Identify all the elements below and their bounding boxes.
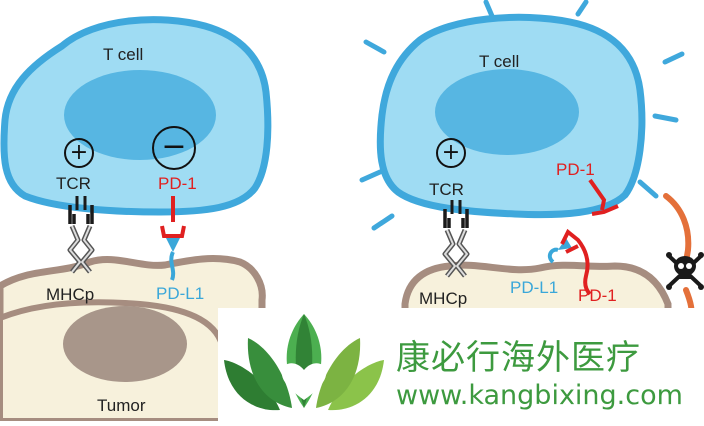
- brand-name: 康必行海外医疗: [396, 338, 641, 378]
- pd1-bottom-label-right: PD-1: [578, 286, 617, 305]
- tcr-label-left: TCR: [56, 174, 91, 193]
- pd1-free-right: [560, 228, 592, 296]
- tcell-label-left: T cell: [103, 45, 144, 64]
- pd1-receptor-left: [160, 196, 186, 238]
- pdl1-ligand-left: [166, 238, 180, 281]
- activation-rays: [359, 0, 685, 231]
- mhcp-label-right: MHCp: [419, 289, 468, 308]
- minus-sign-left: −: [152, 126, 196, 170]
- brand-website[interactable]: www.kangbixing.com: [396, 380, 683, 411]
- plus-sign-right: +: [436, 138, 466, 168]
- tcr-mhc-complex-right: [442, 200, 470, 278]
- skull-crossbones-icon: [666, 252, 704, 290]
- tcell-label-right: T cell: [479, 52, 520, 71]
- tumor-label: Tumor: [97, 396, 146, 415]
- pd1-label-right: PD-1: [556, 160, 595, 179]
- watermark-banner: 康必行海外医疗 www.kangbixing.com: [218, 308, 704, 421]
- pdl1-label-left: PD-L1: [156, 284, 205, 303]
- pdl1-ligand-right: [547, 238, 572, 264]
- tcell-nucleus-right: [435, 69, 579, 155]
- tcr-mhc-complex-left: [67, 196, 95, 274]
- pd1-receptor-right: [588, 178, 619, 216]
- plus-sign-left: +: [64, 138, 94, 168]
- pdl1-label-right: PD-L1: [510, 278, 559, 297]
- tumor-nucleus: [63, 306, 187, 382]
- tcr-label-right: TCR: [429, 180, 464, 199]
- lotus-heart-icon: [224, 314, 384, 411]
- pd1-label-left: PD-1: [158, 174, 197, 193]
- mhcp-label-left: MHCp: [46, 285, 95, 304]
